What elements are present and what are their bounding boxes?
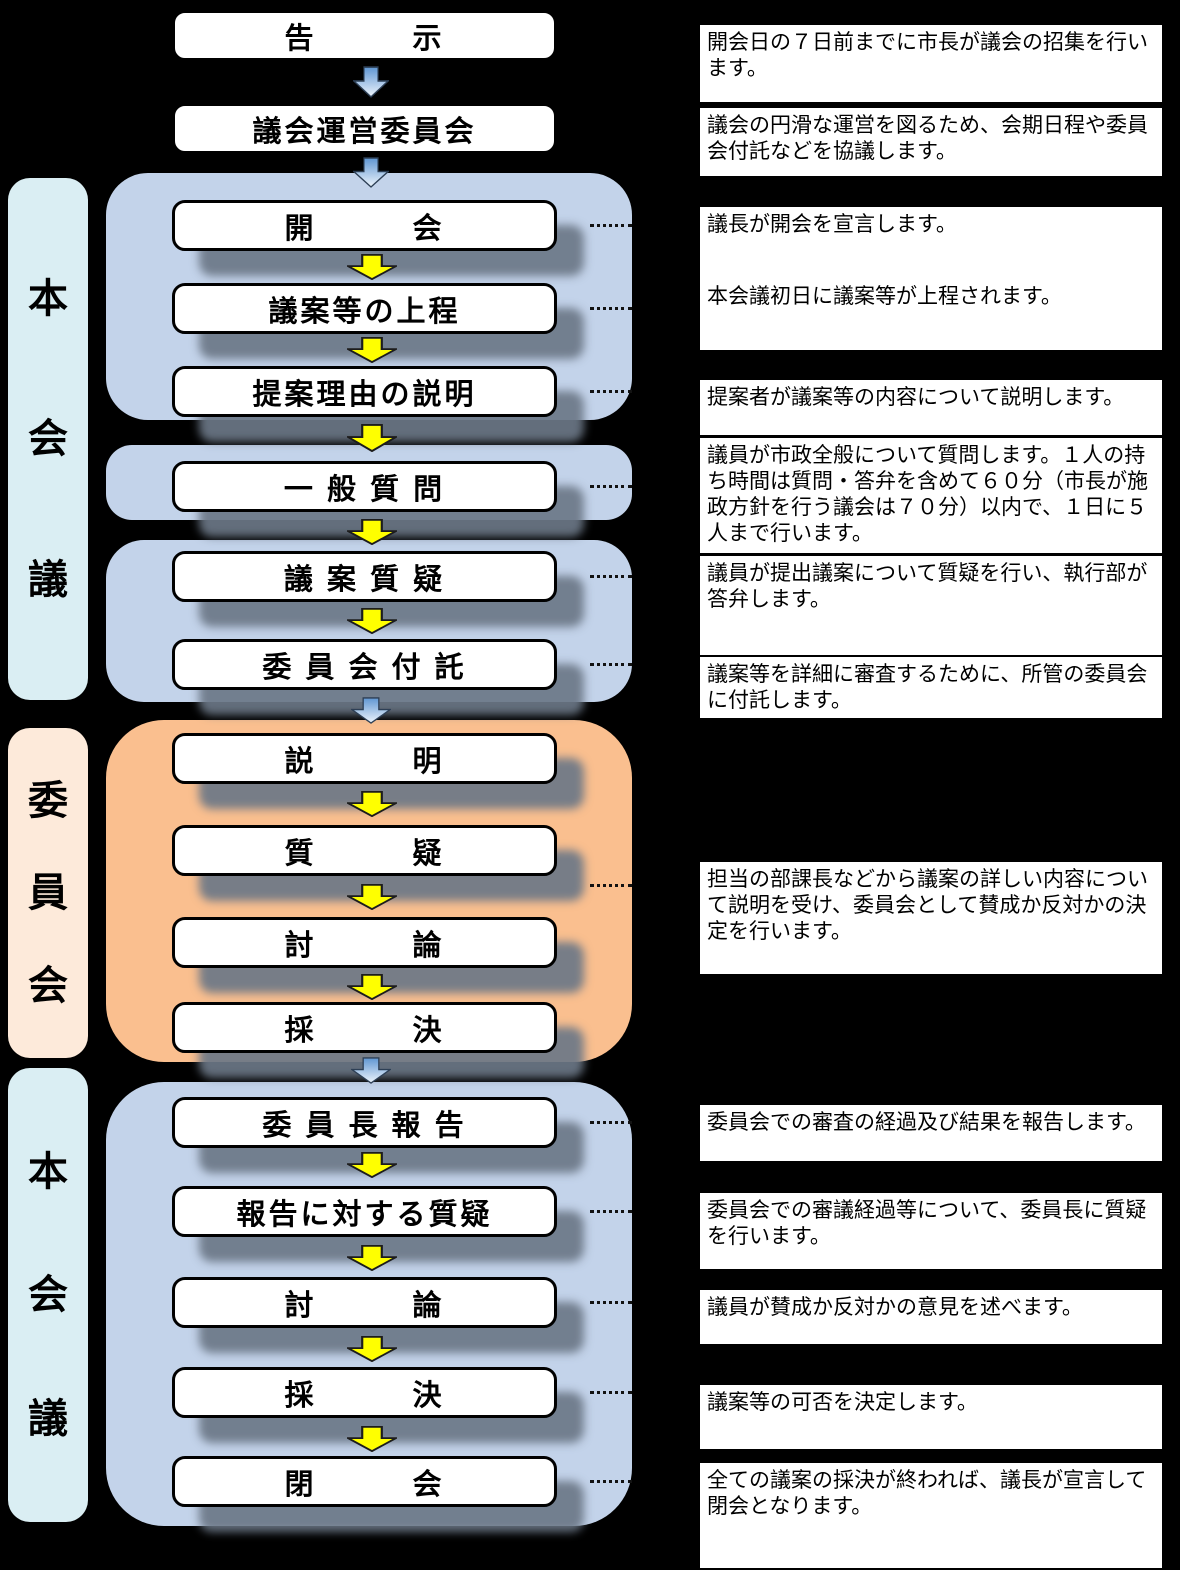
description-bill-presentation: 本会議初日に議案等が上程されます。 xyxy=(700,279,1162,350)
flow-step-debate-plenary: 討 論 xyxy=(172,1277,557,1328)
description-general-questions: 議員が市政全般について質問します。１人の持ち時間は質問・答弁を含めて６０分（市長… xyxy=(700,438,1162,553)
down-arrow-icon xyxy=(351,697,391,724)
dotted-connector xyxy=(590,1121,632,1124)
dotted-connector xyxy=(590,224,632,227)
down-arrow-icon xyxy=(347,1336,397,1362)
description-chair-report: 委員会での審査の経過及び結果を報告します。 xyxy=(700,1105,1162,1161)
flow-step-general-questions: 一 般 質 問 xyxy=(172,461,557,512)
flow-step-closing: 閉 会 xyxy=(172,1456,557,1507)
dotted-connector xyxy=(590,1301,632,1304)
down-arrow-icon xyxy=(353,157,389,188)
down-arrow-icon xyxy=(347,424,397,452)
flow-step-explanation: 説 明 xyxy=(172,733,557,784)
dotted-connector xyxy=(590,1210,632,1213)
dotted-connector xyxy=(590,575,632,578)
description-bill-questions: 議員が提出議案について質疑を行い、執行部が答弁します。 xyxy=(700,556,1162,655)
down-arrow-icon xyxy=(347,1426,397,1452)
down-arrow-icon xyxy=(347,884,397,910)
dotted-connector xyxy=(590,1480,632,1483)
rail-plenary-session-2: 本会議 xyxy=(8,1068,88,1522)
description-closing: 全ての議案の採決が終われば、議長が宣言して閉会となります。 xyxy=(700,1463,1162,1568)
down-arrow-icon xyxy=(353,66,389,98)
down-arrow-icon xyxy=(347,791,397,817)
dotted-connector xyxy=(590,485,632,488)
description-notice: 開会日の７日前までに市長が議会の招集を行います。 xyxy=(700,25,1162,102)
flow-step-steering-committee: 議会運営委員会 xyxy=(172,103,557,154)
flow-step-chair-report: 委 員 長 報 告 xyxy=(172,1097,557,1148)
down-arrow-icon xyxy=(347,608,397,634)
down-arrow-icon xyxy=(351,1057,391,1084)
description-committee-referral: 議案等を詳細に審査するために、所管の委員会に付託します。 xyxy=(700,657,1162,718)
down-arrow-icon xyxy=(347,1245,397,1271)
description-committee-review: 担当の部課長などから議案の詳しい内容について説明を受け、委員会として賛成か反対か… xyxy=(700,862,1162,974)
flow-step-bill-presentation: 議案等の上程 xyxy=(172,283,557,334)
description-opening: 議長が開会を宣言します。 xyxy=(700,207,1162,279)
dotted-connector xyxy=(590,663,632,666)
description-debate: 議員が賛成か反対かの意見を述べます。 xyxy=(700,1290,1162,1344)
description-steering-committee: 議会の円滑な運営を図るため、会期日程や委員会付託などを協議します。 xyxy=(700,108,1162,176)
dotted-connector xyxy=(590,390,632,393)
flow-step-bill-questions: 議 案 質 疑 xyxy=(172,551,557,602)
flow-step-questions: 質 疑 xyxy=(172,825,557,876)
dotted-connector xyxy=(590,307,632,310)
flow-step-proposal-explanation: 提案理由の説明 xyxy=(172,366,557,417)
flow-step-debate-committee: 討 論 xyxy=(172,917,557,968)
flow-step-vote-plenary: 採 決 xyxy=(172,1367,557,1418)
description-vote: 議案等の可否を決定します。 xyxy=(700,1385,1162,1449)
description-report-questions: 委員会での審議経過等について、委員長に質疑を行います。 xyxy=(700,1193,1162,1269)
down-arrow-icon xyxy=(347,337,397,363)
down-arrow-icon xyxy=(347,519,397,545)
flow-step-vote-committee: 採 決 xyxy=(172,1002,557,1053)
flow-step-committee-referral: 委 員 会 付 託 xyxy=(172,639,557,690)
flow-step-opening: 開 会 xyxy=(172,200,557,251)
down-arrow-icon xyxy=(347,254,397,280)
flow-step-notice: 告 示 xyxy=(172,10,557,61)
down-arrow-icon xyxy=(347,1152,397,1178)
description-proposal-explanation: 提案者が議案等の内容について説明します。 xyxy=(700,380,1162,435)
rail-plenary-session-1: 本会議 xyxy=(8,178,88,700)
dotted-connector xyxy=(590,884,632,887)
rail-committee: 委員会 xyxy=(8,728,88,1058)
flow-step-report-questions: 報告に対する質疑 xyxy=(172,1186,557,1237)
dotted-connector xyxy=(590,1391,632,1394)
down-arrow-icon xyxy=(347,974,397,1000)
